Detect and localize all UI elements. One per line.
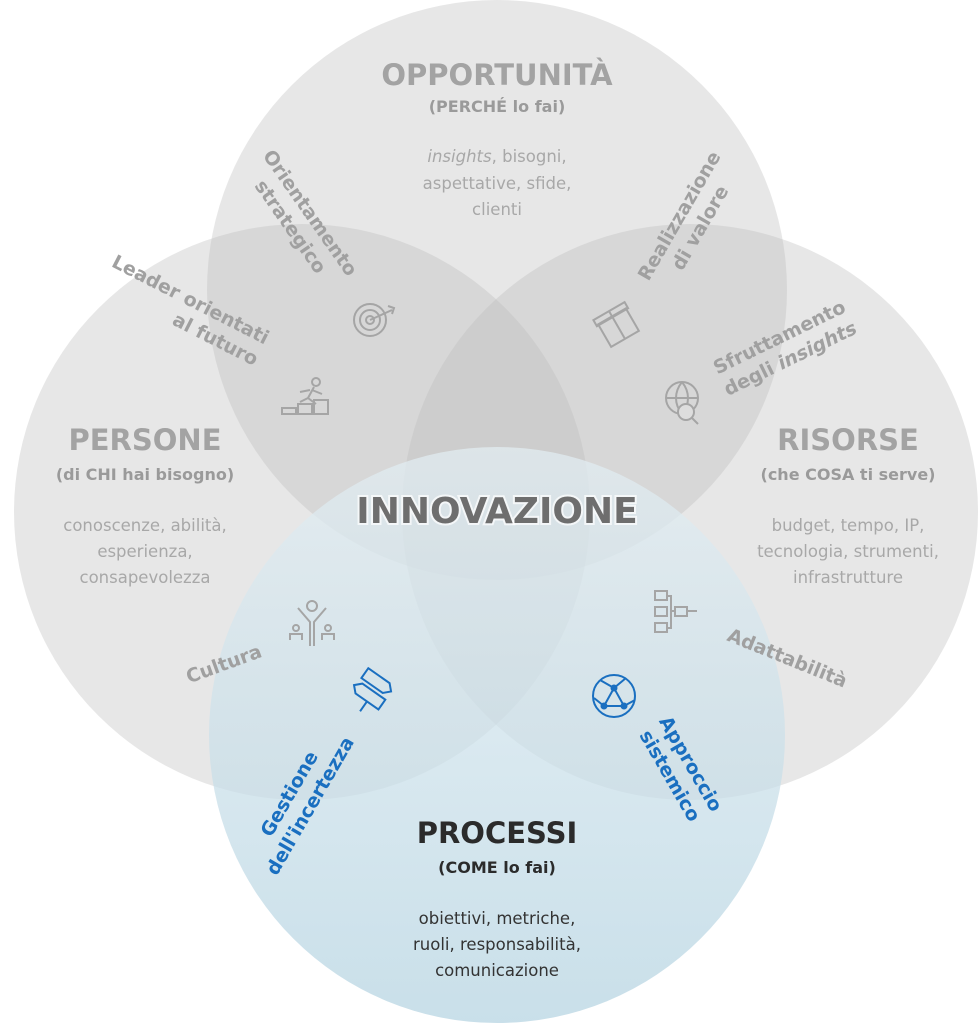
globe-search-icon: [665, 381, 699, 425]
opportunita-line-2: aspettative, sfide,: [423, 174, 572, 193]
target-icon: [353, 303, 396, 337]
culture-people-icon: [289, 600, 335, 646]
risorse-subtitle: (che COSA ti serve): [761, 465, 936, 484]
processi-label: PROCESSI (COME lo fai) obiettivi, metric…: [413, 816, 581, 980]
opportunita-line-1: insights, bisogni,: [427, 147, 566, 166]
opportunita-line-3: clienti: [472, 200, 522, 219]
opportunita-subtitle: (PERCHÉ lo fai): [429, 97, 566, 116]
persone-line-1: conoscenze, abilità,: [63, 516, 226, 535]
persone-label: PERSONE (di CHI hai bisogno) conoscenze,…: [56, 423, 234, 587]
persone-title: PERSONE: [68, 423, 221, 457]
persone-line-2: esperienza,: [97, 542, 192, 561]
globe-network-icon: [592, 674, 636, 718]
processi-title: PROCESSI: [417, 816, 578, 850]
risorse-label: RISORSE (che COSA ti serve) budget, temp…: [757, 423, 939, 587]
risorse-title: RISORSE: [777, 423, 919, 457]
risorse-line-1: budget, tempo, IP,: [772, 516, 925, 535]
opportunita-title: OPPORTUNITÀ: [381, 58, 613, 92]
persone-line-3: consapevolezza: [80, 568, 211, 587]
circle-processi: [209, 447, 785, 1023]
signpost-icon: [352, 666, 393, 712]
processi-line-1: obiettivi, metriche,: [419, 909, 576, 928]
risorse-line-2: tecnologia, strumenti,: [757, 542, 939, 561]
persone-subtitle: (di CHI hai bisogno): [56, 465, 234, 484]
processi-subtitle: (COME lo fai): [438, 858, 556, 877]
server-network-icon: [654, 590, 697, 633]
processi-line-2: ruoli, responsabilità,: [413, 935, 581, 954]
opportunita-label: OPPORTUNITÀ (PERCHÉ lo fai) insights, bi…: [381, 58, 613, 219]
gift-box-icon: [592, 300, 641, 349]
risorse-line-3: infrastrutture: [793, 568, 903, 587]
center-title: INNOVAZIONE: [356, 491, 637, 532]
climbing-steps-icon: [281, 377, 329, 415]
circle-opportunita: [207, 0, 787, 580]
processi-line-3: comunicazione: [435, 961, 559, 980]
